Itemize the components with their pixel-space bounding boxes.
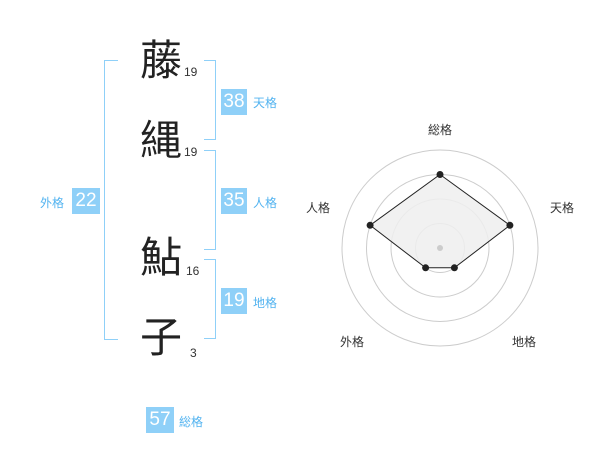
axis-label-tenkaku: 天格 (550, 200, 574, 215)
chikaku-label: 地格 (253, 296, 278, 310)
gaikaku-bracket (104, 60, 118, 340)
soukaku-value-badge: 57 (146, 407, 174, 433)
radar-point-5 (366, 221, 374, 229)
stroke-count-1: 19 (184, 65, 198, 79)
axis-label-chikaku: 地格 (512, 334, 536, 349)
gaikaku-value-badge: 22 (72, 188, 100, 214)
tenkaku-label: 天格 (253, 96, 278, 110)
chikaku-value-badge: 19 (221, 288, 247, 314)
name-char-4: 子 (140, 313, 183, 362)
name-char-2: 縄 (140, 116, 183, 165)
name-char-3: 鮎 (140, 233, 183, 282)
jinkaku-bracket (204, 150, 216, 250)
name-char-1: 藤 (140, 36, 183, 85)
gaikaku-label: 外格 (40, 196, 65, 210)
stroke-count-2: 19 (184, 145, 198, 159)
radar-point-4 (422, 264, 430, 272)
radar-center-dot (437, 245, 443, 251)
tenkaku-value-badge: 38 (221, 89, 247, 115)
jinkaku-value-badge: 35 (221, 188, 247, 214)
stroke-count-4: 3 (190, 346, 197, 360)
chikaku-bracket (204, 259, 216, 339)
radar-data-polygon (369, 173, 511, 269)
stroke-count-3: 16 (186, 264, 200, 278)
axis-label-soukaku: 総格 (428, 122, 452, 137)
radar-point-1 (436, 171, 444, 178)
tenkaku-bracket (204, 60, 216, 140)
axis-label-gaikaku: 外格 (340, 334, 364, 349)
soukaku-label: 総格 (179, 415, 204, 429)
radar-point-2 (506, 221, 514, 229)
fortune-radar-chart: 総格 天格 地格 外格 人格 (306, 122, 574, 349)
radar-point-3 (450, 264, 458, 272)
axis-label-jinkaku: 人格 (306, 200, 330, 215)
radar-ring-4 (341, 149, 539, 347)
jinkaku-label: 人格 (253, 196, 278, 210)
